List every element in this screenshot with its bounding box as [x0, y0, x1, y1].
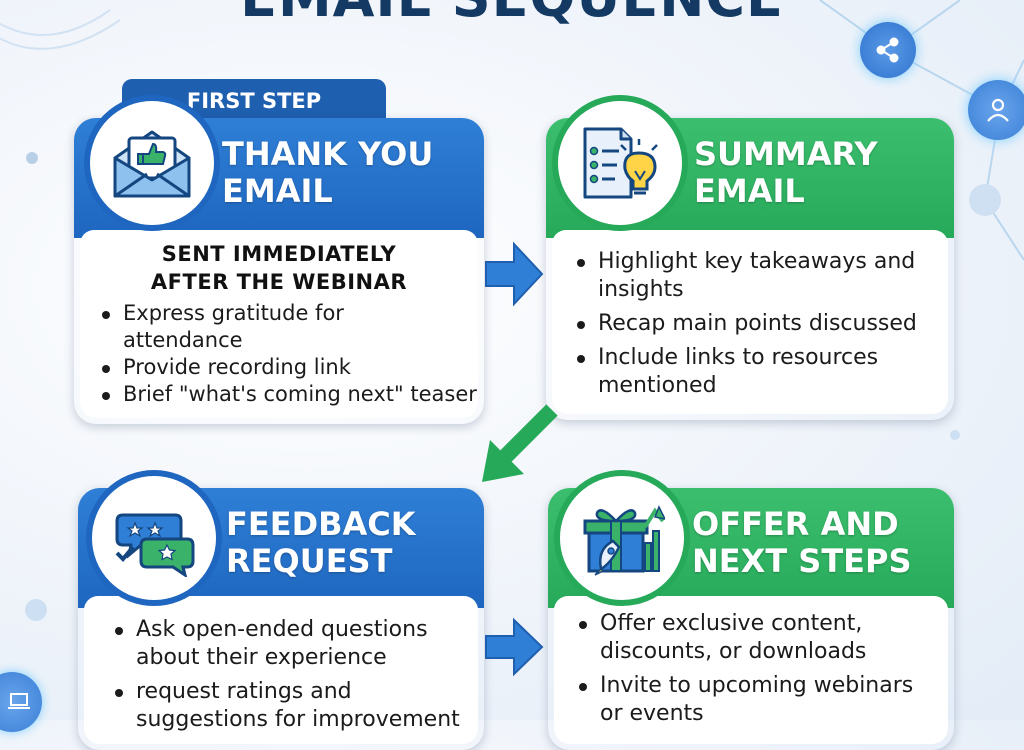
- card-summary-email: SUMMARY EMAIL Highlight key takeaways an…: [546, 118, 954, 420]
- gift-rocket-icon: [583, 505, 665, 576]
- chat-bubbles-stars-icon: [115, 513, 195, 577]
- icon-badge: [554, 470, 690, 606]
- card-body: Ask open-ended questions about their exp…: [84, 596, 478, 744]
- list-item: Highlight key takeaways and insights: [577, 248, 928, 304]
- card-title: OFFER AND NEXT STEPS: [692, 505, 912, 580]
- list-item: request ratings and suggestions for impr…: [115, 678, 476, 734]
- user-icon: [987, 98, 1009, 122]
- list-item: Ask open-ended questions about their exp…: [115, 616, 446, 672]
- icon-badge: [86, 470, 222, 606]
- list-item: Include links to resources mentioned: [577, 344, 898, 400]
- laptop-icon: [8, 693, 30, 709]
- arrow-right-bottom: [485, 617, 544, 677]
- card-subtitle: SENT IMMEDIATELY AFTER THE WEBINAR: [150, 242, 408, 294]
- card-title: THANK YOU EMAIL: [222, 135, 434, 210]
- list-item: Provide recording link: [102, 354, 478, 381]
- arrow-diagonal: [482, 404, 558, 482]
- arrow-right-top: [485, 241, 544, 307]
- list-item: Brief "what's coming next" teaser: [102, 382, 477, 406]
- bullet-list: Express gratitude for attendance Provide…: [80, 300, 478, 408]
- card-title: FEEDBACK REQUEST: [226, 505, 416, 580]
- share-node: [860, 22, 916, 78]
- card-thank-you-email: THANK YOU EMAIL SENT IMMEDIATELY AFTER T…: [74, 118, 484, 424]
- card-body: SENT IMMEDIATELY AFTER THE WEBINAR Expre…: [80, 230, 478, 418]
- page-title: EMAIL SEQUENCE: [0, 0, 1024, 38]
- document-lightbulb-icon: [583, 127, 658, 199]
- envelope-thumbs-up-icon: [113, 130, 191, 198]
- icon-badge: [552, 95, 688, 231]
- background-network: [0, 0, 1024, 621]
- card-body: Offer exclusive content, discounts, or d…: [554, 596, 948, 744]
- card-body: Highlight key takeaways and insights Rec…: [552, 230, 948, 414]
- bullet-list: Ask open-ended questions about their exp…: [84, 616, 478, 734]
- bullet-list: Highlight key takeaways and insights Rec…: [552, 248, 948, 400]
- card-title: SUMMARY EMAIL: [694, 135, 878, 210]
- share-icon: [876, 37, 899, 63]
- bullet-list: Offer exclusive content, discounts, or d…: [554, 610, 948, 728]
- list-item: Express gratitude for attendance: [102, 300, 423, 354]
- list-item: Offer exclusive content, discounts, or d…: [579, 610, 900, 666]
- list-item: Recap main points discussed: [577, 310, 948, 338]
- user-node: [968, 80, 1024, 140]
- icon-badge: [84, 95, 220, 231]
